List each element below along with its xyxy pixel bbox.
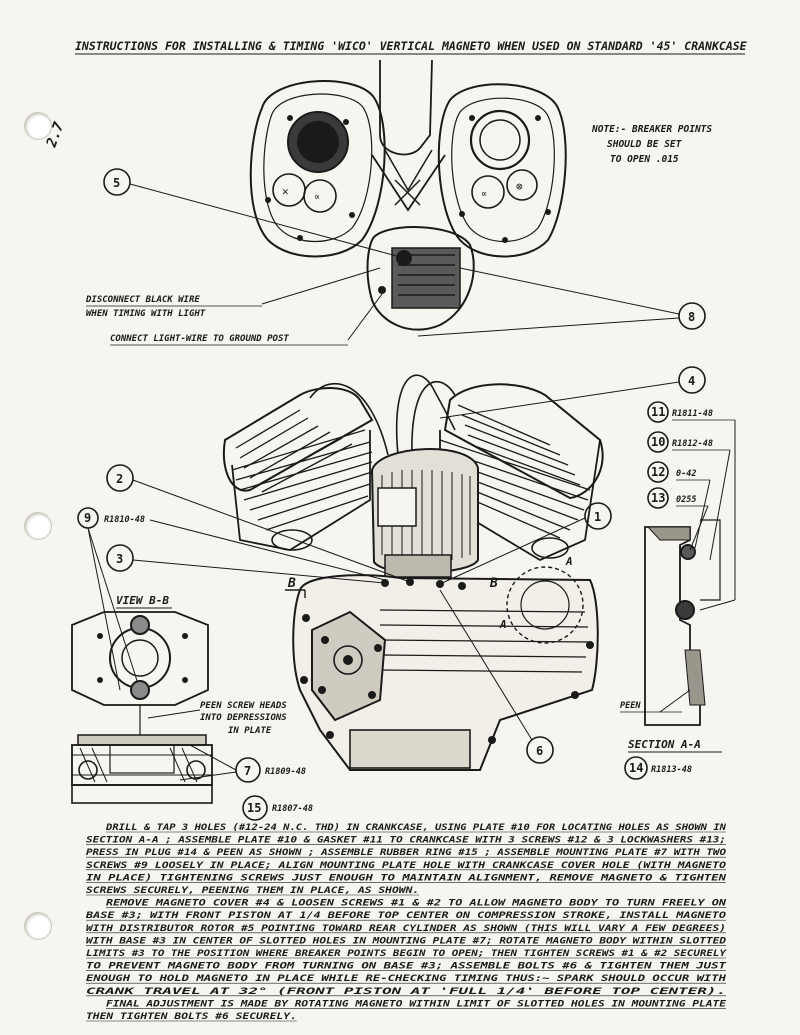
callout-14-code: R1813-48 [651,765,692,775]
instruction-line: SCREWS #9 LOOSELY IN PLACE; ALIGN MOUNTI… [86,860,726,870]
svg-text:⊗: ⊗ [516,180,523,193]
callout-2-number: 2 [116,472,123,486]
svg-text:∝: ∝ [314,192,320,203]
engine-side-view [222,374,604,771]
callout-9-number: 9 [84,511,91,525]
instruction-line: SCREWS SECURELY, PEENING THEM IN PLACE, … [86,885,419,895]
callout-peen-heads-line-2: INTO DEPRESSIONS [200,713,287,723]
section-mark-a-top: A [565,555,573,568]
section-mark-b-left: B [287,576,296,591]
callout-12-number: 12 [651,465,665,479]
instruction-line: BASE #3; WITH FRONT PISTON AT 1/4 BEFORE… [85,910,726,920]
instruction-line: WITH BASE #3 IN CENTER OF SLOTTED HOLES … [86,935,726,945]
instruction-line: WITH DISTRIBUTOR ROTOR #5 POINTING TOWAR… [86,923,726,933]
magneto-top-view [366,226,475,331]
instruction-line: DRILL & TAP 3 HOLES (#12-24 N.C. THD) IN… [105,822,727,832]
section-mark-b-right: B [489,576,498,591]
callout-8-bubble [678,302,706,330]
instruction-line: SECTION A-A ; ASSEMBLE PLATE #10 & GASKE… [86,835,726,845]
note-line-1: NOTE:- BREAKER POINTS [591,124,712,135]
callout-6-number: 6 [536,744,543,758]
instruction-line: ENOUGH TO HOLD MAGNETO IN PLACE WHILE RE… [86,973,727,983]
callout-15-code: R1807-48 [272,804,313,814]
note-line-2: SHOULD BE SET [607,139,682,150]
callout-12-code: 0-42 [676,469,696,479]
callout-11-number: 11 [651,405,665,419]
callout-10-bubble [647,431,669,453]
callout-8-number: 8 [688,310,695,324]
callout-connect: CONNECT LIGHT-WIRE TO GROUND POST [110,334,289,344]
callout-15-bubble [242,795,268,821]
callout-15-number: 15 [247,801,261,815]
section-aa-label: SECTION A-A [628,738,701,751]
instruction-line: PRESS IN PLUG #14 & PEEN AS SHOWN ; ASSE… [86,847,726,857]
callout-3-bubble [106,544,134,572]
callout-13-bubble [647,487,669,509]
view-bb-label: VIEW B-B [116,594,169,607]
view-bb-drawing [71,611,213,804]
callout-7-number: 7 [244,764,251,778]
callout-12-bubble [647,461,669,483]
instruction-line: FINAL ADJUSTMENT IS MADE BY ROTATING MAG… [106,998,727,1008]
callout-13-code: 0255 [676,495,696,505]
callout-13-number: 13 [651,491,665,505]
instruction-line: IN PLACE) TIGHTENING SCREWS JUST ENOUGH … [86,872,727,882]
sheet-title: INSTRUCTIONS FOR INSTALLING & TIMING 'WI… [75,39,748,53]
punch-hole-top [24,112,52,140]
punch-hole-middle [24,512,52,540]
callout-14-number: 14 [629,761,643,775]
margin-note: 2.7 [43,120,67,151]
callout-11-code: R1811-48 [672,409,713,419]
callout-10-code: R1812-48 [672,439,713,449]
callout-4-bubble [678,366,706,394]
callout-peen-heads-line-1: PEEN SCREW HEADS [200,701,287,711]
instruction-line: TO PREVENT MAGNETO BODY FROM TURNING ON … [86,961,727,971]
note-line-3: TO OPEN .015 [610,154,679,165]
instruction-line: THEN TIGHTEN BOLTS #6 SECURELY. [86,1011,297,1021]
instruction-line: LIMITS #3 TO THE POSITION WHERE BREAKER … [86,948,727,958]
callout-4-number: 4 [688,374,695,388]
instruction-line: CRANK TRAVEL AT 32° (FRONT PISTON AT 'FU… [86,986,726,996]
svg-text:✕: ✕ [282,185,289,198]
callout-peen: PEEN [620,701,641,711]
callout-5-bubble [103,168,131,196]
callout-3-number: 3 [116,552,123,566]
punch-hole-bottom [24,912,52,940]
callout-1-number: 1 [594,510,601,524]
instructions-block: DRILL & TAP 3 HOLES (#12-24 N.C. THD) IN… [85,822,727,1022]
callout-1-bubble [584,502,612,530]
instruction-line: REMOVE MAGNETO COVER #4 & LOOSEN SCREWS … [106,898,727,908]
section-aa-drawing [644,519,721,726]
callout-disconnect-line-2: WHEN TIMING WITH LIGHT [86,309,206,319]
callout-5-number: 5 [113,176,120,190]
callout-peen-heads-line-3: IN PLATE [228,726,272,736]
callout-10-number: 10 [651,435,665,449]
callout-7-code: R1809-48 [265,767,306,777]
section-mark-a-bottom: A [499,618,507,631]
callout-14-bubble [624,756,648,780]
callout-6-bubble [526,736,554,764]
callout-11-bubble [647,401,669,423]
callout-9-code: R1810-48 [104,515,145,525]
svg-text:∝: ∝ [481,189,487,200]
callout-2-bubble [106,464,134,492]
callout-disconnect-line-1: DISCONNECT BLACK WIRE [85,295,200,305]
top-view-heads: ✕ ∝ ∝ ⊗ [249,59,567,258]
